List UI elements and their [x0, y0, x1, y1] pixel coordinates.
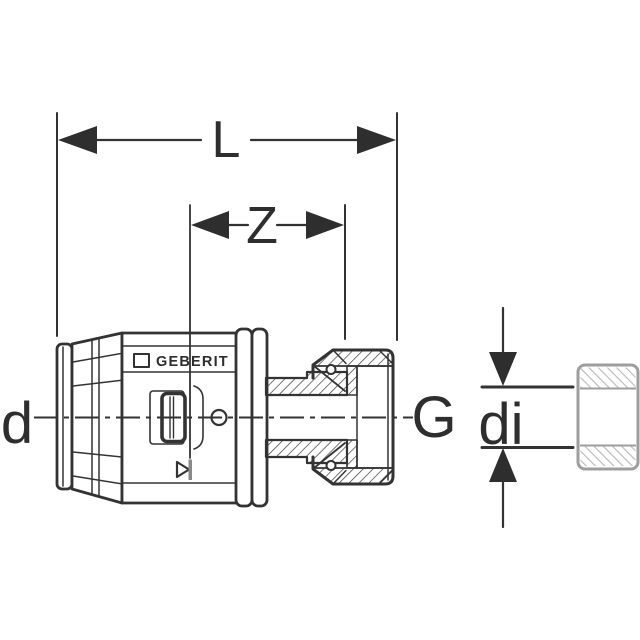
dimension-Z-label: Z — [246, 197, 278, 255]
pipe-cross-section — [576, 363, 640, 471]
arrowhead-icon — [489, 352, 517, 386]
flow-direction-icon — [175, 460, 191, 479]
depth-marker-tick — [188, 459, 192, 480]
thread-section — [346, 365, 358, 396]
seat-chamfer-line — [313, 442, 346, 469]
arrowhead-icon — [306, 211, 344, 239]
arrowhead-icon — [357, 126, 396, 154]
dimension-L — [56, 112, 398, 341]
union-nut — [264, 348, 395, 486]
seat-chamfer-line — [313, 365, 346, 392]
geberit-wordmark: GEBERIT — [156, 354, 229, 370]
nut-chamfer-line — [378, 469, 394, 485]
dimension-L-label: L — [212, 111, 241, 169]
geberit-logo-mark — [133, 353, 150, 368]
pipe-outline — [576, 363, 640, 471]
label-d: d — [1, 391, 33, 456]
arrowhead-icon — [489, 448, 517, 482]
arrowhead-icon — [191, 211, 229, 239]
nut-chamfer-line — [378, 349, 394, 365]
label-G: G — [411, 385, 456, 450]
nut-chamfer-line — [332, 349, 347, 365]
nut-chamfer-line — [332, 469, 347, 485]
o-ring — [325, 460, 337, 471]
dimension-di-label: di — [478, 392, 523, 457]
thread-section — [346, 439, 358, 469]
dimension-di — [480, 306, 575, 529]
fitting-body — [55, 331, 239, 505]
pipe-wall-section — [580, 367, 636, 388]
pipe-wall-section — [580, 445, 636, 466]
arrowhead-icon — [58, 126, 97, 154]
o-ring — [325, 364, 337, 375]
collar — [234, 327, 269, 508]
dimension-Z — [189, 204, 346, 459]
